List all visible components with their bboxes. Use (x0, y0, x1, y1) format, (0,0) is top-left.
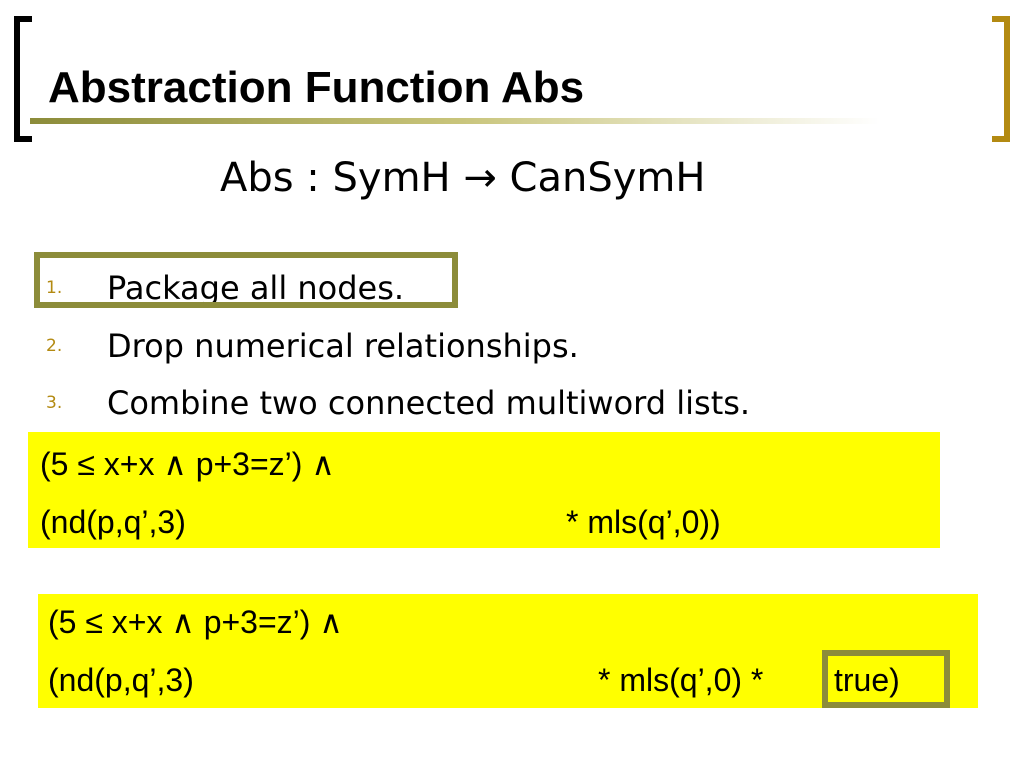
formula-before-line2-left: (nd(p,q’,3) (40, 504, 186, 540)
list-item: 2. Drop numerical relationships. (0, 320, 1024, 370)
list-number: 3. (46, 393, 63, 413)
list-text: Drop numerical relationships. (107, 327, 579, 365)
formula-after-box: (5 ≤ x+x ∧ p+3=z’) ∧ (nd(p,q’,3) * mls(q… (38, 594, 978, 708)
list-item: 1. Package all nodes. (0, 262, 1024, 312)
list-text: Package all nodes. (107, 269, 405, 307)
formula-before-line1: (5 ≤ x+x ∧ p+3=z’) ∧ (40, 446, 335, 482)
highlight-box-step-1 (34, 252, 458, 308)
highlight-box-true-term (822, 650, 950, 708)
left-bracket (14, 16, 32, 142)
formula-after-line2-right: * mls(q’,0) * (598, 662, 764, 698)
formula-after-highlight-term: true) (834, 662, 900, 698)
list-number: 1. (46, 278, 63, 298)
right-bracket (992, 16, 1010, 142)
list-text: Combine two connected multiword lists. (107, 384, 751, 422)
formula-before-box: (5 ≤ x+x ∧ p+3=z’) ∧ (nd(p,q’,3) * mls(q… (28, 432, 940, 548)
title-underline (30, 118, 880, 124)
formula-after-line2-left: (nd(p,q’,3) (48, 662, 194, 698)
formula-after-line1: (5 ≤ x+x ∧ p+3=z’) ∧ (48, 604, 343, 640)
slide-subtitle: Abs : SymH → CanSymH (220, 155, 706, 201)
formula-before-line2-right: * mls(q’,0)) (566, 504, 721, 540)
list-number: 2. (46, 336, 63, 356)
list-item: 3. Combine two connected multiword lists… (0, 377, 1024, 427)
slide-title: Abstraction Function Abs (48, 63, 585, 112)
